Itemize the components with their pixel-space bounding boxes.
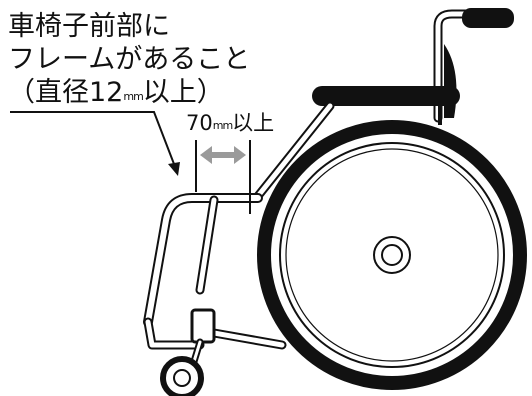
backrest — [444, 44, 457, 118]
caption-line-3: （直径12mm以上） — [8, 76, 250, 113]
side-frame-upper — [253, 101, 335, 201]
dimension-arrow — [200, 146, 246, 164]
caption-line-3-post: 以上） — [142, 77, 224, 108]
push-handle — [433, 8, 514, 123]
caster-fork — [188, 308, 216, 372]
dimension-extension-lines — [195, 140, 251, 214]
requirement-caption: 車椅子前部に フレームがあること （直径12mm以上） — [8, 10, 250, 113]
dimension-suffix: 以上 — [232, 111, 275, 135]
armrest — [312, 86, 460, 106]
footrest — [143, 317, 205, 350]
caption-line-3-pre: （直径12 — [8, 77, 124, 108]
dimension-value: 70 — [186, 111, 213, 135]
rear-wheel — [257, 120, 527, 390]
front-frame — [143, 193, 263, 327]
dimension-unit: mm — [212, 119, 233, 132]
dimension-label: 70mm以上 — [185, 111, 276, 135]
caption-line-1: 車椅子前部に — [8, 11, 170, 42]
caption-line-2: フレームがあること — [8, 44, 251, 75]
caption-line-3-unit: mm — [123, 90, 143, 103]
caster-wheel — [160, 356, 204, 396]
leader-line — [10, 111, 180, 176]
lower-frame — [195, 195, 287, 350]
